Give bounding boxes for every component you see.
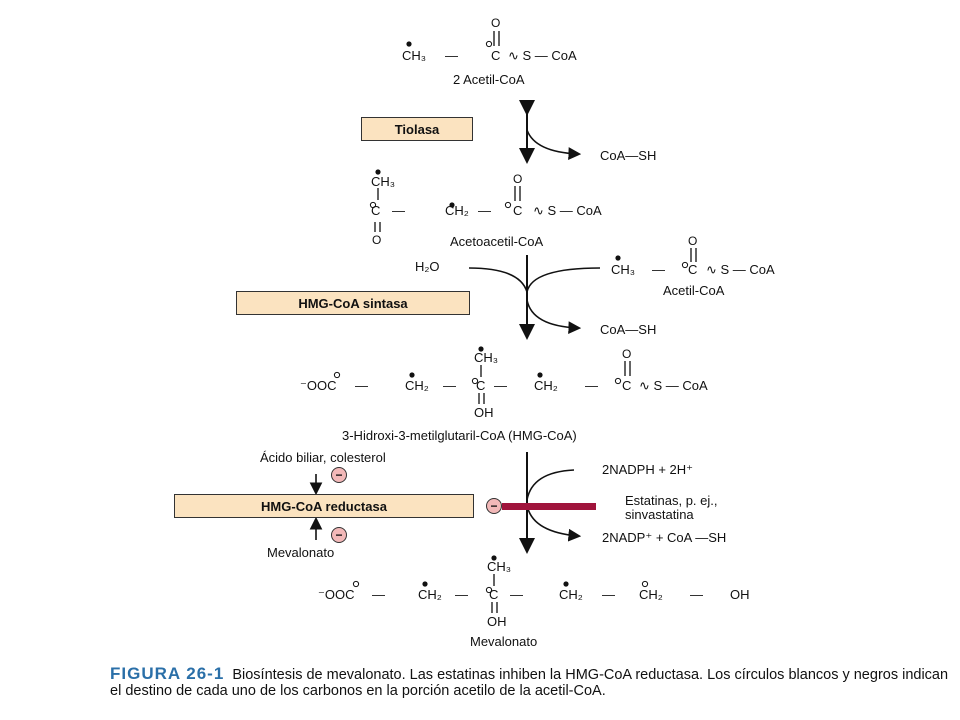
bond-dash: — <box>445 48 458 63</box>
methylene-group: CH₂ <box>418 587 442 602</box>
marker-black <box>422 581 428 587</box>
marker-white <box>504 201 512 209</box>
bond-dash: — <box>690 587 703 602</box>
marker-black <box>537 372 543 378</box>
carbon-fate-markers <box>333 40 689 594</box>
carbonyl-carbon: C <box>513 203 523 218</box>
hydroxyl-group: OH <box>487 614 507 629</box>
methylene-group: CH₂ <box>405 378 429 393</box>
bond-dash: — <box>510 587 523 602</box>
oxygen-label: O <box>513 172 523 186</box>
enzyme-hmg-coa-reductasa: HMG-CoA reductasa <box>174 494 474 518</box>
molecule-name: Mevalonato <box>470 634 538 649</box>
carbonyl-carbon: C <box>688 262 698 277</box>
bond-dash: — <box>478 203 491 218</box>
enzyme-tiolasa: Tiolasa <box>361 117 473 141</box>
marker-black <box>563 581 569 587</box>
oxygen-label: O <box>491 16 501 30</box>
nadp-product: 2NADP⁺ + CoA —SH <box>602 530 727 545</box>
marker-white <box>641 580 649 588</box>
molecule-name: 2 Acetil-CoA <box>453 72 525 87</box>
carboxylate-group: ⁻OOC <box>300 378 337 393</box>
marker-black <box>449 202 455 208</box>
methylene-group: CH₂ <box>559 587 583 602</box>
mevalonate-feedback: Mevalonato <box>267 545 335 560</box>
bond-dash: — <box>372 587 385 602</box>
marker-black <box>409 372 415 378</box>
marker-black <box>406 41 412 47</box>
statins-label: Estatinas, p. ej., sinvastatina <box>625 493 718 522</box>
bond-dash: — <box>602 587 615 602</box>
thioester-link: ∿ S — CoA <box>639 378 708 393</box>
bond-dash: — <box>443 378 456 393</box>
methylene-group: CH₂ <box>639 587 663 602</box>
carbonyl-carbon: C <box>622 378 632 393</box>
bond-dash: — <box>652 262 665 277</box>
marker-black <box>478 346 484 352</box>
hydroxyl-group: OH <box>474 405 494 420</box>
marker-black <box>615 255 621 261</box>
inhibition-sign: − <box>331 527 347 543</box>
keto-carbon: C <box>371 203 381 218</box>
water-reactant: H₂O <box>415 259 440 274</box>
marker-black <box>491 555 497 561</box>
caption-text: Biosíntesis de mevalonato. Las estatinas… <box>110 667 949 699</box>
carboxylate-group: ⁻OOC <box>318 587 355 602</box>
coa-sh-product: CoA—SH <box>600 148 657 163</box>
methyl-group: CH₃ <box>611 262 636 277</box>
inhibition-sign: − <box>331 467 347 483</box>
molecule-name: Acetil-CoA <box>663 283 725 298</box>
feedback-inhibitors: Ácido biliar, colesterol <box>260 450 386 465</box>
thioester-link: ∿ S — CoA <box>706 262 775 277</box>
statin-inhibition-bar <box>502 503 596 510</box>
coa-release-arrow-1 <box>526 129 582 160</box>
methylene-group: CH₂ <box>534 378 558 393</box>
bond-dash: — <box>455 587 468 602</box>
marker-white <box>333 371 341 379</box>
methyl-group: CH₃ <box>402 48 427 63</box>
statin-inhibition-sign: − <box>486 498 502 514</box>
central-carbon: C <box>476 378 486 393</box>
water-input-curve <box>468 267 528 293</box>
marker-white <box>485 586 493 594</box>
marker-white <box>614 377 622 385</box>
methyl-group: CH₃ <box>487 559 512 574</box>
molecule-name: 3-Hidroxi-3-metilglutaril-CoA (HMG-CoA) <box>342 428 577 443</box>
molecule-name: Acetoacetil-CoA <box>450 234 544 249</box>
bond-dash: — <box>392 203 405 218</box>
thioester-link: ∿ S — CoA <box>533 203 602 218</box>
hydroxyl-end: OH <box>730 587 750 602</box>
figure-caption: FIGURA 26-1 Biosíntesis de mevalonato. L… <box>110 664 950 699</box>
nadph-reactant: 2NADPH + 2H⁺ <box>602 462 694 477</box>
methyl-group: CH₃ <box>474 350 499 365</box>
marker-white <box>352 580 360 588</box>
marker-white <box>485 40 493 48</box>
oxygen-label: O <box>688 234 698 248</box>
bond-dash: — <box>494 378 507 393</box>
central-carbon: C <box>489 587 499 602</box>
enzyme-hmg-coa-sintasa: HMG-CoA sintasa <box>236 291 470 315</box>
bond-dash: — <box>355 378 368 393</box>
coa-sh-product: CoA—SH <box>600 322 657 337</box>
thioester-link: ∿ S — CoA <box>508 48 577 63</box>
marker-black <box>375 169 381 175</box>
marker-white <box>369 201 377 209</box>
coa-release-arrow-2 <box>526 299 582 334</box>
methylene-group: CH₂ <box>445 203 469 218</box>
bond-dash: — <box>585 378 598 393</box>
nadph-input-curve <box>526 469 575 501</box>
marker-white <box>681 261 689 269</box>
figure-label: FIGURA 26-1 <box>110 664 225 683</box>
methyl-group: CH₃ <box>371 174 396 189</box>
carbonyl-carbon: C <box>491 48 501 63</box>
marker-white <box>471 377 479 385</box>
acetyl-input-curve <box>526 267 601 293</box>
oxygen-label: O <box>622 347 632 361</box>
oxygen-label: O <box>372 233 382 247</box>
